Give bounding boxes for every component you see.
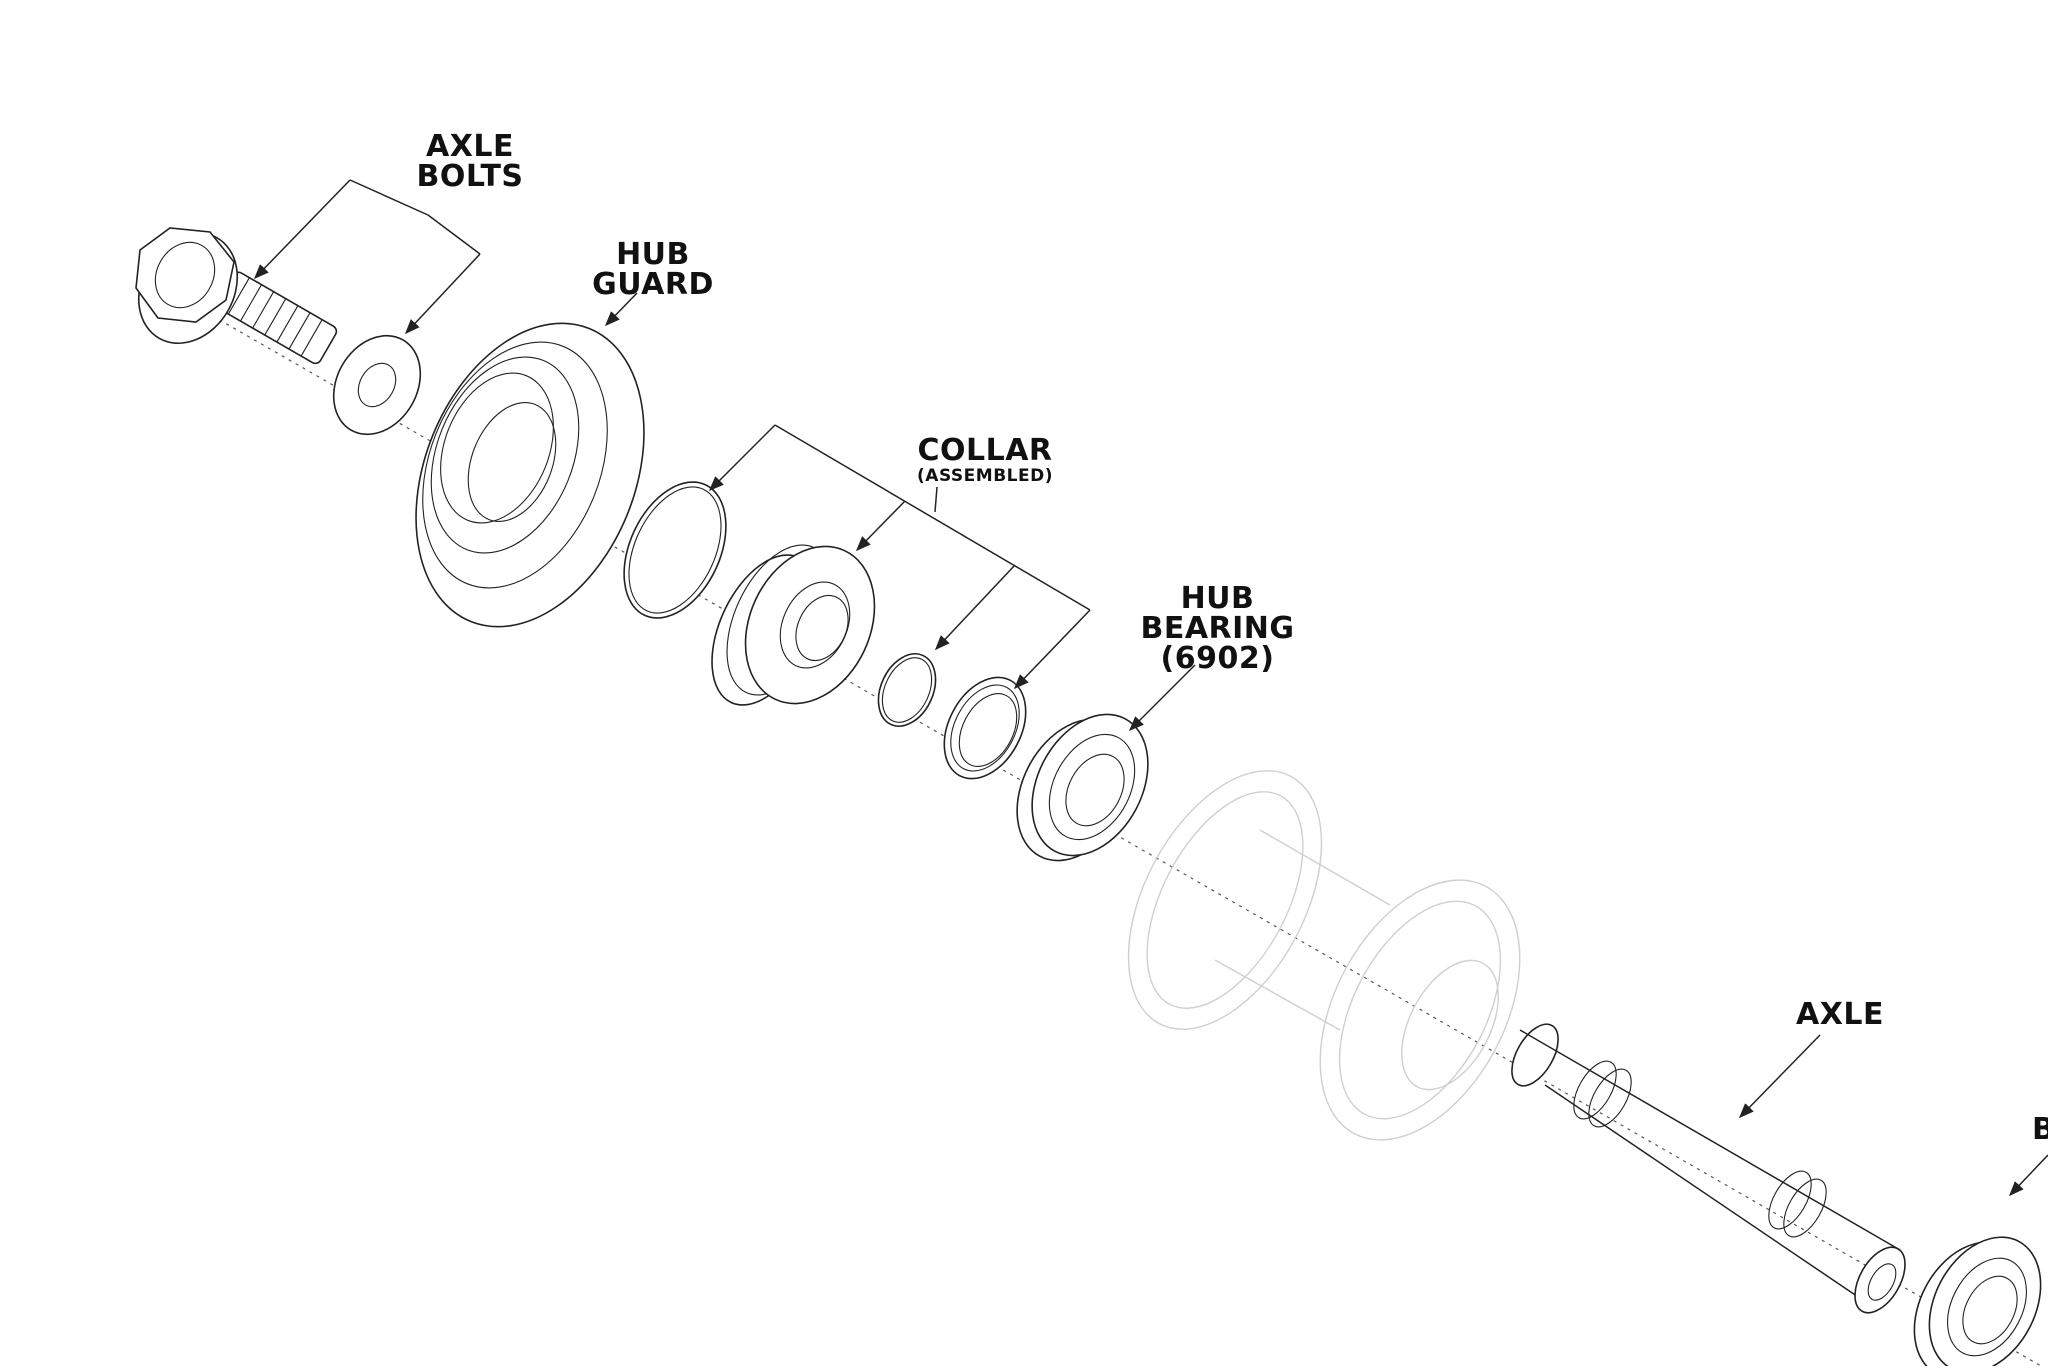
label-cut-off: B: [2032, 1115, 2048, 1145]
hub-shell-ghost: [1127, 770, 1521, 1141]
label-axle-bolts-line2: BOLTS: [416, 159, 524, 194]
hub-guard-part: [415, 322, 645, 628]
label-axle: AXLE: [1785, 1000, 1895, 1030]
second-bearing-part: [1913, 1236, 2042, 1371]
axle-part: [1511, 1023, 1906, 1314]
o-ring-small-part: [877, 653, 937, 727]
label-hub-bearing-line3: (6902): [1160, 641, 1275, 676]
label-cut-off-text: B: [2032, 1115, 2048, 1145]
label-axle-text: AXLE: [1796, 997, 1884, 1032]
axle-washer-part: [332, 334, 422, 436]
hub-bearing-part: [1016, 713, 1149, 862]
o-ring-large-part: [623, 481, 727, 619]
seal-part: [943, 676, 1027, 780]
label-collar: COLLAR (ASSEMBLED): [905, 436, 1065, 485]
axle-bolt-part: [135, 227, 338, 365]
leader-lines: [253, 179, 2048, 1197]
collar-part: [711, 544, 876, 706]
label-axle-bolts: AXLE BOLTS: [405, 132, 535, 192]
label-hub-guard-line1: HUB: [616, 237, 690, 272]
label-hub-guard-line2: GUARD: [592, 267, 714, 302]
label-collar-title: COLLAR: [917, 433, 1053, 468]
label-hub-guard: HUB GUARD: [588, 240, 718, 300]
label-hub-bearing-line1: HUB: [1180, 581, 1255, 616]
label-hub-bearing: HUB BEARING (6902): [1140, 584, 1295, 674]
label-axle-bolts-line1: AXLE: [426, 129, 514, 164]
label-hub-bearing-line2: BEARING: [1140, 611, 1295, 646]
label-collar-subtitle: (ASSEMBLED): [917, 466, 1053, 486]
